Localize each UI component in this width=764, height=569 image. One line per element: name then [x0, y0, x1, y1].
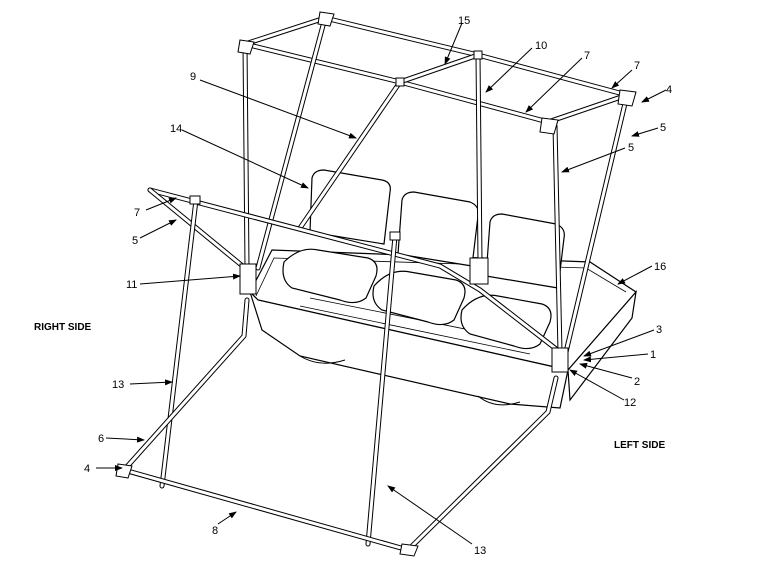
mounting-plates [239, 257, 569, 373]
corner-brackets [115, 11, 637, 557]
callout-9: 9 [190, 71, 196, 83]
callout-3: 3 [656, 324, 662, 336]
callout-13-left: 13 [112, 379, 124, 391]
callout-7-corner: 7 [634, 60, 640, 72]
callout-1: 1 [650, 349, 656, 361]
right-side-label: RIGHT SIDE [34, 322, 92, 333]
seat-center [372, 191, 479, 326]
callout-11: 11 [126, 279, 137, 291]
callout-7-top: 7 [584, 50, 590, 62]
callout-7-front: 7 [134, 207, 140, 219]
callout-4-top: 4 [666, 84, 672, 96]
callout-15: 15 [458, 15, 470, 27]
callout-14: 14 [170, 123, 182, 135]
left-side-label: LEFT SIDE [614, 440, 665, 451]
seat-right [460, 213, 565, 350]
callout-5-rear: 5 [628, 142, 634, 154]
callout-10: 10 [535, 40, 547, 52]
callout-5-front: 5 [132, 235, 138, 247]
callout-2: 2 [634, 376, 640, 388]
callout-12: 12 [624, 397, 636, 409]
callout-8: 8 [212, 525, 218, 537]
callout-13-right: 13 [474, 545, 486, 557]
callout-4-lower: 4 [84, 463, 90, 475]
callout-16: 16 [654, 261, 666, 273]
callout-6: 6 [98, 433, 104, 445]
callout-5-upper: 5 [660, 122, 666, 134]
callout-leaders [96, 22, 667, 545]
callout-numbers: 15 10 7 7 4 9 5 5 14 7 5 16 11 3 1 2 12 … [84, 15, 672, 557]
